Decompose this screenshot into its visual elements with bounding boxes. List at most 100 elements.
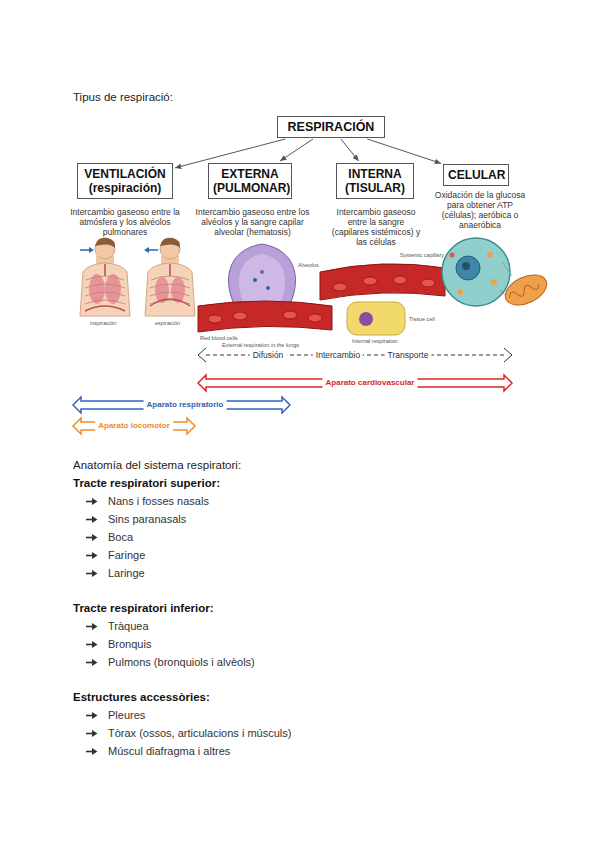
category-box: CELULAR — [443, 164, 509, 186]
breathing-figure-part — [105, 274, 121, 304]
bullet-arrow — [86, 537, 93, 539]
capillary-illustration-part — [393, 276, 407, 284]
description-text: Oxidación de la glucosa para obtener ATP… — [430, 190, 530, 230]
bullet-arrow — [86, 715, 93, 717]
cell-illustration-part-part — [508, 280, 540, 301]
box-label: VENTILACIÓN (respiración) — [82, 167, 168, 195]
range-label: Aparato locomotor — [95, 421, 173, 431]
alveolus-illustration-part — [239, 254, 285, 304]
list-item: Pleures — [108, 708, 145, 722]
bullet-arrow — [92, 534, 98, 541]
range-arrows — [73, 348, 512, 434]
box-label: RESPIRACIÓN — [286, 120, 376, 134]
bullet-arrows — [86, 498, 98, 755]
range-arrows-part — [73, 397, 290, 413]
bullet-arrow — [86, 501, 93, 503]
list-item: Nans i fosses nasals — [108, 494, 209, 508]
breathing-figure-part — [80, 263, 130, 316]
alveolus-illustration — [198, 244, 332, 332]
cell-illustration-part — [450, 253, 455, 258]
category-box: EXTERNA (PULMONAR) — [208, 163, 292, 199]
figure-label: Red blood cells — [200, 335, 238, 342]
bullet-arrow — [92, 730, 98, 737]
list-item: Laringe — [108, 566, 145, 580]
connector-line — [341, 139, 359, 161]
range-label: Intercambio — [313, 350, 363, 360]
figure-label: Tissue cell — [409, 316, 435, 323]
bullet-arrow — [86, 733, 93, 735]
alveolus-illustration-part — [229, 244, 296, 308]
breathing-figure-part — [160, 238, 180, 248]
alveolus-illustration-part — [208, 315, 222, 323]
box-label: CELULAR — [448, 168, 504, 182]
alveolus-illustration-part — [260, 270, 264, 274]
alveolus-illustration-part — [308, 314, 322, 322]
breathing-figure-part — [95, 238, 115, 248]
range-label: Difusión — [250, 350, 287, 360]
bullet-arrow — [92, 712, 98, 719]
capillary-illustration-part — [320, 264, 445, 300]
section-heading: Estructures accessòries: — [73, 690, 210, 704]
capillary-illustration — [320, 264, 445, 335]
capillary-illustration-part — [421, 279, 435, 287]
range-label: Transporte — [385, 350, 432, 360]
breathing-figure-part — [89, 274, 105, 304]
figure-label: Systemic capillary — [400, 252, 444, 259]
range-arrows-part — [73, 418, 195, 434]
cell-illustration-part — [462, 262, 470, 270]
figure-label: External respiration in the lungs — [222, 342, 299, 349]
list-item: Sins paranasals — [108, 512, 186, 526]
cell-illustration-part — [487, 252, 493, 258]
bullet-arrow — [92, 552, 98, 559]
figure-label: Internal respiration — [352, 338, 398, 345]
figure-label: espiración — [155, 320, 180, 327]
list-item: Tòrax (ossos, articulacions i músculs) — [108, 726, 291, 740]
bullet-arrow — [92, 570, 98, 577]
category-box: VENTILACIÓN (respiración) — [77, 163, 173, 199]
cell-illustration-part — [501, 269, 552, 311]
section-heading: Tracte respiratori inferior: — [73, 601, 214, 615]
breathing-figure-part — [104, 264, 106, 276]
category-box: INTERNA (TISULAR) — [336, 163, 414, 199]
cell-illustration — [442, 238, 551, 311]
breathing-figure-part — [80, 249, 90, 251]
bullet-arrow — [86, 573, 93, 575]
breathing-figure-part — [144, 247, 149, 253]
box-label: INTERNA (TISULAR) — [341, 167, 409, 195]
breathing-figure — [144, 238, 195, 316]
bullet-arrow — [92, 498, 98, 505]
section-heading: Anatomía del sistema respiratori: — [73, 458, 241, 472]
section-heading: Tipus de respiració: — [73, 90, 173, 104]
bullet-arrow — [86, 751, 93, 753]
box-label: EXTERNA (PULMONAR) — [213, 167, 287, 195]
bullet-arrow — [92, 641, 98, 648]
connector-line — [367, 139, 441, 163]
list-item: Pulmons (bronquiols i alvèols) — [108, 655, 255, 669]
list-item: Boca — [108, 530, 133, 544]
range-arrows-part — [198, 348, 206, 362]
description-text: Intercambio gaseoso entre la atmósfera y… — [65, 207, 185, 237]
capillary-illustration-part — [333, 283, 347, 291]
range-label: Aparato respiratorio — [144, 400, 227, 410]
bullet-arrow — [86, 644, 93, 646]
cell-illustration-part-part — [501, 269, 552, 311]
cell-illustration-part — [491, 279, 497, 285]
figure-label: Alveolus — [298, 262, 319, 269]
range-label: Aparato cardiovascular — [323, 378, 418, 388]
alveolus-illustration-part — [283, 311, 297, 319]
cell-illustration-part — [442, 238, 510, 306]
section-heading: Tracte respiratori superior: — [73, 476, 220, 490]
capillary-illustration-part — [359, 312, 373, 326]
description-text: Intercambio gaseoso entre la sangre (cap… — [330, 207, 422, 247]
breathing-figure-part — [148, 249, 158, 251]
cell-illustration-part — [457, 289, 463, 295]
breathing-figure-part — [150, 299, 190, 306]
breathing-figure-part — [85, 306, 125, 311]
list-item: Faringe — [108, 548, 145, 562]
breathing-figure — [80, 238, 130, 316]
figure-label: inspiración — [90, 320, 116, 327]
bullet-arrow — [92, 516, 98, 523]
bullet-arrow — [86, 555, 93, 557]
capillary-illustration-part — [363, 277, 377, 285]
